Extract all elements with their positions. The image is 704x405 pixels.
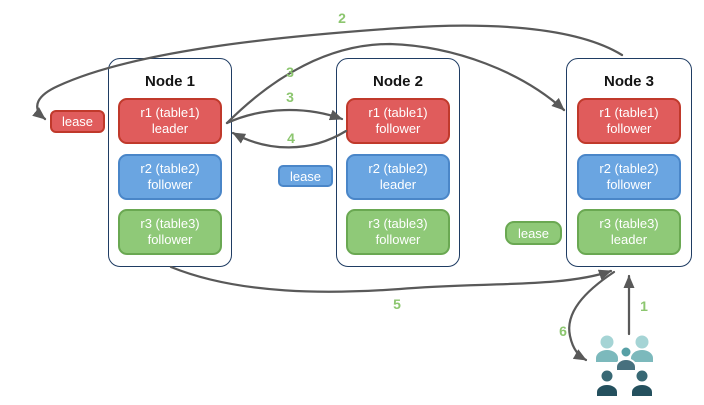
lease-badge-table3: lease [505,221,562,245]
replica-role: follower [375,232,421,247]
replica-role: follower [147,177,193,192]
step-label-2: 2 [338,10,346,26]
replica-name: r3 (table3) [599,215,659,231]
replica-role: follower [147,232,193,247]
arrow-step-5-node1-to-node3 [169,265,613,293]
step-label-3-top: 3 [286,64,294,80]
node-1-replica-r1: r1 (table1) leader [118,98,222,144]
replica-role: leader [610,232,648,247]
step-label-4: 4 [287,130,295,146]
node-3-replica-r1: r1 (table1) follower [577,98,681,144]
node-1-replica-r2: r2 (table2) follower [118,154,222,200]
step-label-1: 1 [640,298,648,314]
replica-role: follower [606,177,652,192]
node-2-replica-r2: r2 (table2) leader [346,154,450,200]
replica-name: r2 (table2) [368,160,428,176]
step-label-3-mid: 3 [286,89,294,105]
step-label-5: 5 [393,296,401,312]
node-3: Node 3 r1 (table1) follower r2 (table2) … [566,58,692,267]
replica-name: r1 (table1) [140,104,200,120]
node-1-replica-r3: r3 (table3) follower [118,209,222,255]
node-3-replica-r2: r2 (table2) follower [577,154,681,200]
replica-name: r3 (table3) [140,215,200,231]
node-1-title: Node 1 [144,73,195,90]
replica-role: follower [606,121,652,136]
arrow-step-3-node1-to-node2 [225,108,344,125]
step-label-6: 6 [559,323,567,339]
lease-badge-table1: lease [50,110,105,133]
node-2-replica-r3: r3 (table3) follower [346,209,450,255]
replica-name: r1 (table1) [368,104,428,120]
replica-role: follower [375,121,421,136]
replica-name: r2 (table2) [599,160,659,176]
node-3-title: Node 3 [603,73,654,90]
replica-name: r1 (table1) [599,104,659,120]
replica-name: r3 (table3) [368,215,428,231]
replica-role: leader [379,177,417,192]
lease-badge-table2: lease [278,165,333,187]
node-3-replica-r3: r3 (table3) leader [577,209,681,255]
users-icon [595,335,654,398]
replica-name: r2 (table2) [140,160,200,176]
node-2-title: Node 2 [372,73,423,90]
node-2: Node 2 r1 (table1) follower r2 (table2) … [336,58,460,267]
replica-role: leader [151,121,189,136]
node-1: Node 1 r1 (table1) leader r2 (table2) fo… [108,58,232,267]
node-2-replica-r1: r1 (table1) follower [346,98,450,144]
